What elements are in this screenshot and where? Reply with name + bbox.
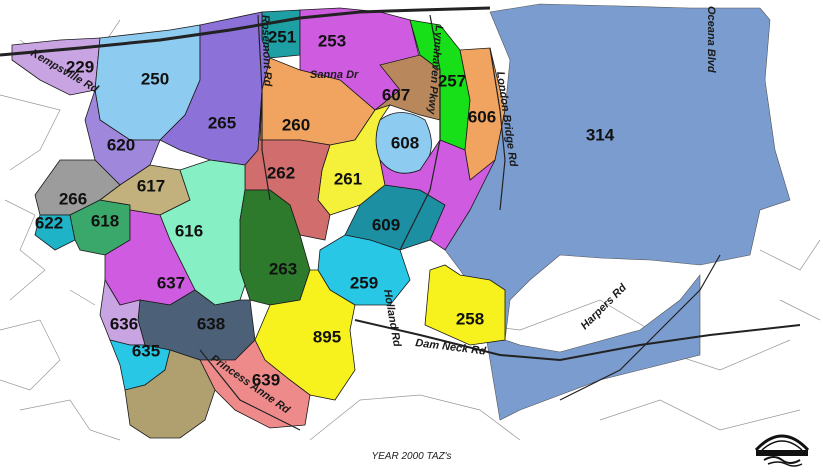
zone-label-617: 617 [137, 176, 165, 195]
zone-label-608: 608 [391, 133, 419, 152]
zone-label-616: 616 [175, 221, 203, 240]
road-london-bridge [489, 47, 506, 211]
zone-label-257: 257 [438, 71, 466, 90]
road-label-oceana: Oceana Blvd [705, 6, 717, 73]
zone-label-253: 253 [318, 31, 346, 50]
taz-zones [11, 7, 506, 439]
major-roads [0, 6, 801, 431]
zone-label-620: 620 [107, 135, 135, 154]
zone-label-229: 229 [66, 57, 94, 76]
taz-map: 229 250 251 253 257 258 259 260 261 262 … [0, 3, 821, 441]
zone-labels: 229 250 251 253 257 258 259 260 261 262 … [35, 27, 615, 389]
zone-label-314: 314 [586, 125, 615, 144]
map-caption: YEAR 2000 TAZ's [371, 451, 452, 462]
zone-label-259: 259 [350, 273, 378, 292]
zone-label-635: 635 [132, 341, 160, 360]
road-dam-neck [354, 319, 801, 362]
zone-label-265: 265 [208, 113, 236, 132]
zone-639 [199, 339, 311, 429]
road-lynnhaven [399, 14, 441, 251]
zone-label-266: 266 [59, 189, 87, 208]
zone-314 [444, 3, 791, 421]
zone-label-895: 895 [313, 327, 341, 346]
zone-label-251: 251 [268, 27, 296, 46]
road-princess-anne [199, 349, 301, 431]
zone-label-618: 618 [91, 211, 119, 230]
zone-label-258: 258 [456, 309, 484, 328]
zone-label-606: 606 [468, 107, 496, 126]
road-rosemont [257, 14, 271, 201]
road-harpers [559, 254, 721, 401]
zone-label-622: 622 [35, 213, 63, 232]
road-label-sanna: Sanna Dr [310, 69, 359, 81]
zone-label-637: 637 [157, 273, 185, 292]
zone-label-609: 609 [372, 215, 400, 234]
zone-label-639: 639 [252, 370, 280, 389]
zone-label-638: 638 [197, 314, 225, 333]
zone-label-607: 607 [382, 85, 410, 104]
zone-unlabeled-tan [124, 349, 216, 439]
zone-258 [424, 264, 506, 346]
zone-label-262: 262 [267, 163, 295, 182]
zone-622 [34, 214, 76, 251]
zone-label-636: 636 [110, 314, 138, 333]
city-seal-logo [754, 434, 810, 467]
zone-label-263: 263 [269, 259, 297, 278]
zone-label-260: 260 [282, 115, 310, 134]
zone-magenta-east [379, 139, 496, 251]
road-label-rosemont: Rosemont Rd [259, 15, 273, 87]
zone-label-261: 261 [334, 169, 362, 188]
road-interstate [0, 6, 491, 57]
zone-label-250: 250 [141, 69, 169, 88]
zone-261 [317, 104, 391, 216]
